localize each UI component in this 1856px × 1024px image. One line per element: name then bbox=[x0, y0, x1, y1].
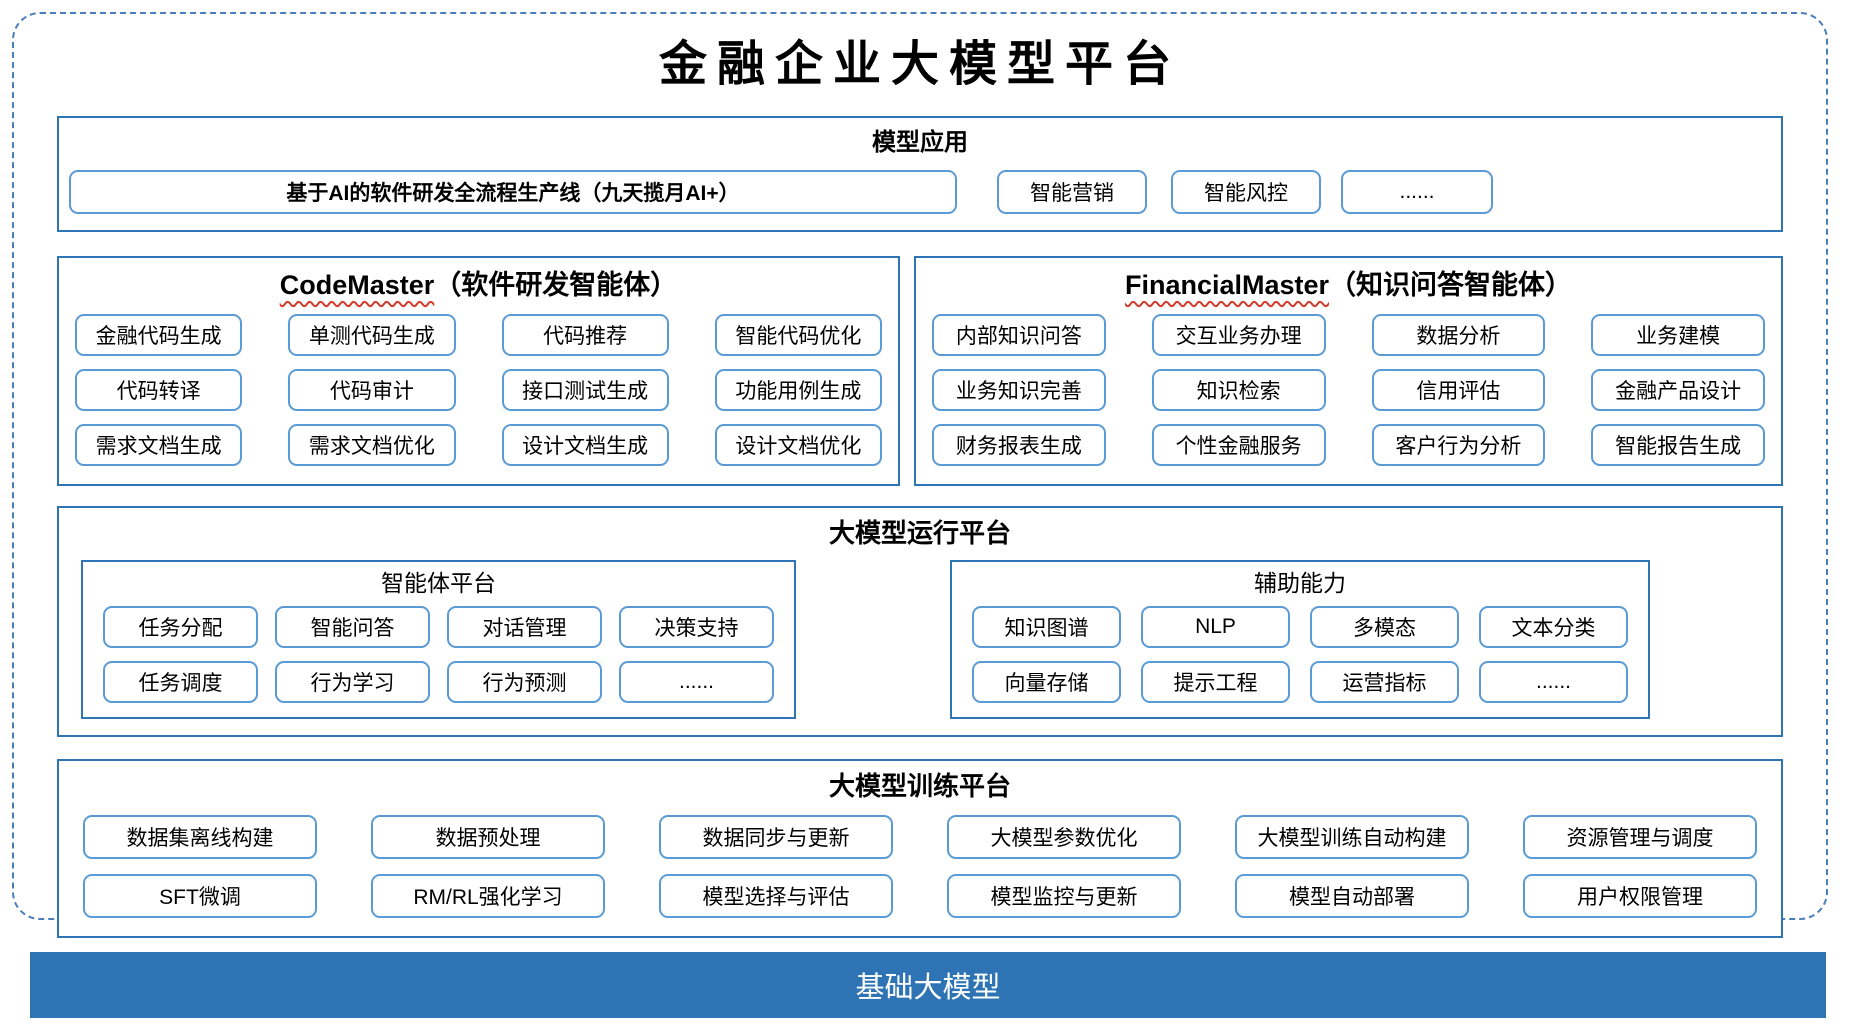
aux-item-ellipsis: ...... bbox=[1479, 660, 1628, 703]
financialmaster-item: 信用评估 bbox=[1371, 368, 1546, 411]
outer-dashed-frame: 金融企业大模型平台 模型应用 基于AI的软件研发全流程生产线（九天揽月AI+） … bbox=[12, 12, 1828, 938]
training-item: 资源管理与调度 bbox=[1523, 814, 1757, 859]
financialmaster-title: FinancialMaster（知识问答智能体） bbox=[932, 266, 1765, 304]
section-training-platform: 大模型训练平台 数据集离线构建 数据预处理 数据同步与更新 大模型参数优化 大模… bbox=[57, 758, 1783, 938]
agent-platform-grid: 任务分配 智能问答 对话管理 决策支持 任务调度 行为学习 行为预测 .....… bbox=[103, 605, 774, 703]
base-model-bar: 基础大模型 bbox=[30, 952, 1826, 1018]
agent-platform-item: 任务调度 bbox=[103, 660, 258, 703]
financialmaster-title-en: FinancialMaster bbox=[1124, 269, 1330, 300]
training-item: 模型监控与更新 bbox=[947, 873, 1181, 918]
codemaster-item: 功能用例生成 bbox=[714, 368, 883, 411]
financialmaster-item: 业务建模 bbox=[1591, 313, 1765, 356]
aux-item: 向量存储 bbox=[972, 660, 1121, 703]
financialmaster-item: 交互业务办理 bbox=[1151, 313, 1326, 356]
runtime-platform-header: 大模型运行平台 bbox=[828, 517, 1011, 548]
codemaster-grid: 金融代码生成 单测代码生成 代码推荐 智能代码优化 代码转译 代码审计 接口测试… bbox=[75, 313, 883, 466]
codemaster-item: 设计文档生成 bbox=[501, 423, 669, 466]
training-item: 模型选择与评估 bbox=[659, 873, 893, 918]
agent-platform-item: 任务分配 bbox=[103, 605, 258, 648]
aux-item: 多模态 bbox=[1310, 605, 1459, 648]
training-item: 数据预处理 bbox=[371, 814, 605, 859]
codemaster-title: CodeMaster（软件研发智能体） bbox=[75, 266, 882, 304]
app-item-ai-pipeline: 基于AI的软件研发全流程生产线（九天揽月AI+） bbox=[69, 169, 957, 214]
app-item: 智能风控 bbox=[1171, 169, 1321, 214]
agent-platform-item: 智能问答 bbox=[275, 605, 430, 648]
codemaster-item: 需求文档生成 bbox=[75, 423, 243, 466]
financialmaster-item: 金融产品设计 bbox=[1591, 368, 1765, 411]
section-financialmaster: FinancialMaster（知识问答智能体） 内部知识问答 交互业务办理 数… bbox=[914, 255, 1783, 486]
financialmaster-item: 个性金融服务 bbox=[1151, 423, 1326, 466]
financialmaster-grid: 内部知识问答 交互业务办理 数据分析 业务建模 业务知识完善 知识检索 信用评估… bbox=[932, 313, 1765, 466]
financialmaster-item: 智能报告生成 bbox=[1591, 423, 1765, 466]
subsection-agent-platform: 智能体平台 任务分配 智能问答 对话管理 决策支持 任务调度 行为学习 行为预测… bbox=[81, 559, 796, 719]
training-item: 大模型参数优化 bbox=[947, 814, 1181, 859]
app-item: 智能营销 bbox=[997, 169, 1147, 214]
runtime-row: 智能体平台 任务分配 智能问答 对话管理 决策支持 任务调度 行为学习 行为预测… bbox=[59, 559, 1781, 719]
section-model-applications-header: 模型应用 bbox=[872, 128, 968, 156]
codemaster-item: 单测代码生成 bbox=[288, 313, 456, 356]
financialmaster-item: 知识检索 bbox=[1151, 368, 1326, 411]
training-item: 大模型训练自动构建 bbox=[1235, 814, 1469, 859]
codemaster-title-zh: （软件研发智能体） bbox=[434, 269, 678, 300]
section-model-applications: 模型应用 基于AI的软件研发全流程生产线（九天揽月AI+） 智能营销 智能风控 … bbox=[57, 115, 1783, 232]
training-item: 数据同步与更新 bbox=[659, 814, 893, 859]
subsection-aux-capabilities: 辅助能力 知识图谱 NLP 多模态 文本分类 向量存储 提示工程 运营指标 ..… bbox=[950, 559, 1650, 719]
training-platform-header: 大模型训练平台 bbox=[828, 770, 1011, 801]
codemaster-item: 接口测试生成 bbox=[501, 368, 669, 411]
codemaster-item: 代码转译 bbox=[75, 368, 243, 411]
financialmaster-item: 客户行为分析 bbox=[1371, 423, 1546, 466]
training-grid: 数据集离线构建 数据预处理 数据同步与更新 大模型参数优化 大模型训练自动构建 … bbox=[83, 814, 1757, 918]
agent-platform-item: 行为预测 bbox=[447, 660, 602, 703]
training-item: 用户权限管理 bbox=[1523, 873, 1757, 918]
codemaster-item: 需求文档优化 bbox=[288, 423, 456, 466]
training-item: 模型自动部署 bbox=[1235, 873, 1469, 918]
agents-row: CodeMaster（软件研发智能体） 金融代码生成 单测代码生成 代码推荐 智… bbox=[57, 255, 1783, 486]
financialmaster-item: 内部知识问答 bbox=[932, 313, 1106, 356]
financialmaster-title-zh: （知识问答智能体） bbox=[1329, 269, 1573, 300]
aux-item: NLP bbox=[1141, 605, 1290, 648]
training-item: 数据集离线构建 bbox=[83, 814, 317, 859]
training-item: RM/RL强化学习 bbox=[371, 873, 605, 918]
financialmaster-item: 业务知识完善 bbox=[932, 368, 1106, 411]
aux-capabilities-grid: 知识图谱 NLP 多模态 文本分类 向量存储 提示工程 运营指标 ...... bbox=[972, 605, 1628, 703]
codemaster-item: 金融代码生成 bbox=[75, 313, 243, 356]
agent-platform-item: 对话管理 bbox=[447, 605, 602, 648]
agent-platform-item-ellipsis: ...... bbox=[619, 660, 774, 703]
model-applications-row: 基于AI的软件研发全流程生产线（九天揽月AI+） 智能营销 智能风控 .....… bbox=[69, 169, 1771, 214]
base-model-label: 基础大模型 bbox=[855, 972, 1001, 1004]
financialmaster-item: 数据分析 bbox=[1371, 313, 1546, 356]
agent-platform-item: 决策支持 bbox=[619, 605, 774, 648]
agent-platform-header: 智能体平台 bbox=[381, 569, 496, 596]
page-title: 金融企业大模型平台 bbox=[658, 36, 1181, 92]
financialmaster-item: 财务报表生成 bbox=[932, 423, 1106, 466]
app-item-ellipsis: ...... bbox=[1341, 169, 1493, 214]
codemaster-item: 智能代码优化 bbox=[714, 313, 883, 356]
aux-item: 提示工程 bbox=[1141, 660, 1290, 703]
section-codemaster: CodeMaster（软件研发智能体） 金融代码生成 单测代码生成 代码推荐 智… bbox=[57, 255, 901, 486]
aux-item: 知识图谱 bbox=[972, 605, 1121, 648]
training-item: SFT微调 bbox=[83, 873, 317, 918]
aux-item: 文本分类 bbox=[1479, 605, 1628, 648]
codemaster-item: 设计文档优化 bbox=[714, 423, 883, 466]
agent-platform-item: 行为学习 bbox=[275, 660, 430, 703]
codemaster-title-en: CodeMaster bbox=[279, 269, 435, 300]
aux-item: 运营指标 bbox=[1310, 660, 1459, 703]
aux-capabilities-header: 辅助能力 bbox=[1254, 569, 1346, 596]
codemaster-item: 代码推荐 bbox=[501, 313, 669, 356]
codemaster-item: 代码审计 bbox=[288, 368, 456, 411]
section-runtime-platform: 大模型运行平台 智能体平台 任务分配 智能问答 对话管理 决策支持 任务调度 行… bbox=[57, 505, 1783, 737]
